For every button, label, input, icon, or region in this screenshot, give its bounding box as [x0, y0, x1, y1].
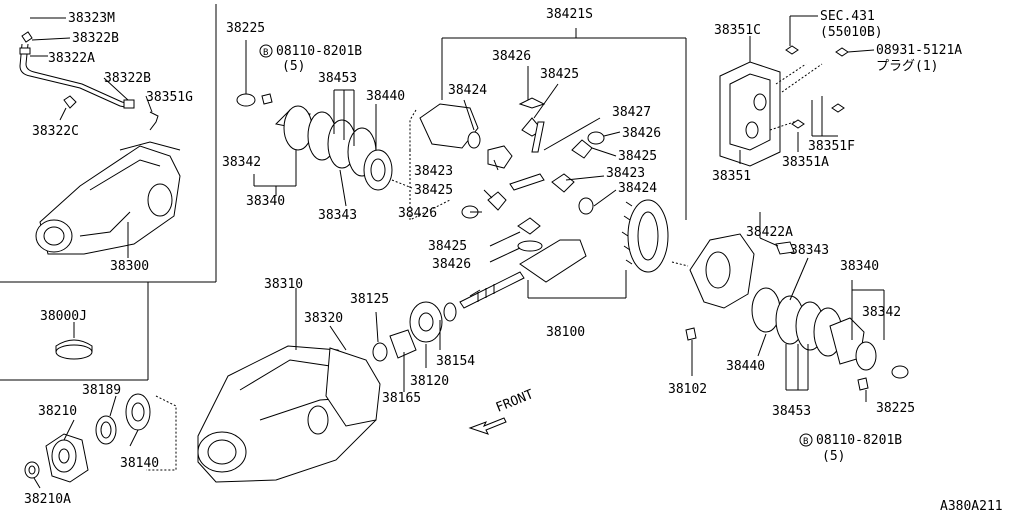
differential-case-38421S: [409, 28, 687, 263]
label-plug-text: プラグ(1): [876, 59, 938, 74]
label-38322C: 38322C: [32, 124, 79, 139]
label-bolt-right-qty: (5): [822, 449, 845, 464]
label-plug-code: 08931-5121A: [876, 43, 962, 58]
rear-cover-38351: [719, 15, 875, 167]
label-38225-left: 38225: [226, 21, 265, 36]
label-38323M: 38323M: [68, 11, 115, 26]
label-38189: 38189: [82, 383, 121, 398]
label-38165: 38165: [382, 391, 421, 406]
label-38421S: 38421S: [546, 7, 593, 22]
companion-flange-group: [24, 393, 177, 489]
label-38343-right: 38343: [790, 243, 829, 258]
label-38322B-2: 38322B: [104, 71, 151, 86]
side-bearing-set-left: [236, 40, 413, 207]
diagram-code: A380A211: [940, 499, 1003, 512]
label-38140: 38140: [120, 456, 159, 471]
side-bearing-set-right: [671, 212, 909, 402]
label-38120: 38120: [410, 374, 449, 389]
label-38424-a: 38424: [448, 83, 487, 98]
label-38100: 38100: [546, 325, 585, 340]
label-38426-a: 38426: [492, 49, 531, 64]
label-38453-right: 38453: [772, 404, 811, 419]
label-38351G: 38351G: [146, 90, 193, 105]
front-label: FRONT: [494, 387, 536, 416]
cap-38000J: [55, 322, 93, 360]
label-38423-b: 38423: [606, 166, 645, 181]
label-38425-b: 38425: [618, 149, 657, 164]
label-38342-right: 38342: [862, 305, 901, 320]
label-38351A: 38351A: [782, 155, 829, 170]
label-38210: 38210: [38, 404, 77, 419]
label-38102: 38102: [668, 382, 707, 397]
circled-b-letter-2: B: [803, 437, 808, 447]
label-sec431: SEC.431: [820, 9, 875, 24]
label-38440-left: 38440: [366, 89, 405, 104]
label-38424-b: 38424: [618, 181, 657, 196]
label-38453-left: 38453: [318, 71, 357, 86]
label-38320: 38320: [304, 311, 343, 326]
label-38340-left: 38340: [246, 194, 285, 209]
label-38422A: 38422A: [746, 225, 793, 240]
label-38351F: 38351F: [808, 139, 855, 154]
label-38427: 38427: [612, 105, 651, 120]
label-38426-d: 38426: [432, 257, 471, 272]
label-38322A: 38322A: [48, 51, 95, 66]
label-38425-a: 38425: [540, 67, 579, 82]
label-38423-a: 38423: [414, 164, 453, 179]
vent-hose-assembly: [19, 17, 159, 131]
label-38322B: 38322B: [72, 31, 119, 46]
label-bolt-left-qty: (5): [282, 59, 305, 74]
main-housing-38310: [197, 288, 381, 483]
label-38342-left: 38342: [222, 155, 261, 170]
label-sec431-sub: (55010B): [820, 25, 883, 40]
label-38425-c: 38425: [414, 183, 453, 198]
circled-b-letter: B: [263, 48, 268, 58]
part-labels: 38323M 38322B 38322A 38322B 38351G 38322…: [24, 7, 1003, 514]
label-38426-c: 38426: [398, 206, 437, 221]
label-38154: 38154: [436, 354, 475, 369]
drive-pinion-38100: [459, 239, 627, 309]
pinion-bearing-set: [372, 301, 457, 392]
label-38440-right: 38440: [726, 359, 765, 374]
inset-frame: [0, 4, 217, 381]
label-38310: 38310: [264, 277, 303, 292]
label-bolt-right: 08110-8201B: [816, 433, 902, 448]
bolt-marker-icon: [259, 44, 813, 447]
ring-gear: [621, 199, 669, 273]
label-38225-right: 38225: [876, 401, 915, 416]
label-38340-right: 38340: [840, 259, 879, 274]
label-38343-left: 38343: [318, 208, 357, 223]
label-38000J: 38000J: [40, 309, 87, 324]
label-38210A: 38210A: [24, 492, 71, 507]
label-38351C: 38351C: [714, 23, 761, 38]
label-bolt-left: 08110-8201B: [276, 44, 362, 59]
front-arrow-icon: [468, 417, 507, 435]
label-38351: 38351: [712, 169, 751, 184]
label-38425-d: 38425: [428, 239, 467, 254]
label-38125: 38125: [350, 292, 389, 307]
label-38300: 38300: [110, 259, 149, 274]
label-38426-b: 38426: [622, 126, 661, 141]
diff-housing-inset: [35, 141, 181, 258]
